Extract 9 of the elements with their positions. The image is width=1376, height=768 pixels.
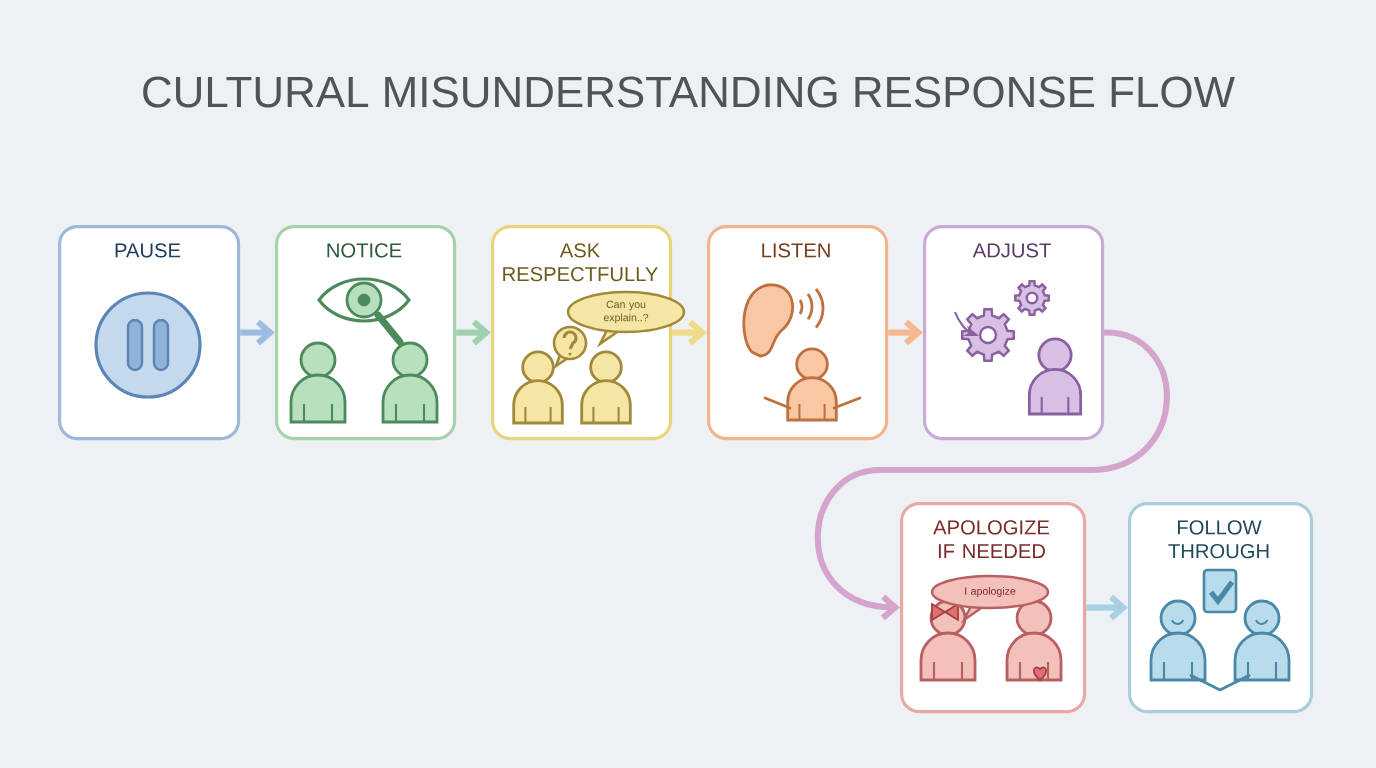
- arrow: [456, 319, 491, 346]
- arrow: [888, 319, 923, 346]
- title: CULTURAL MISUNDERSTANDING RESPONSE FLOW: [143, 76, 1235, 108]
- arrow: [1086, 594, 1128, 621]
- arrow: [672, 319, 707, 346]
- speech-bubble: I apologize: [930, 574, 1050, 624]
- arrow: [814, 329, 1170, 621]
- arrow: [240, 319, 275, 346]
- speech-bubble: Can you explain..?: [566, 290, 686, 348]
